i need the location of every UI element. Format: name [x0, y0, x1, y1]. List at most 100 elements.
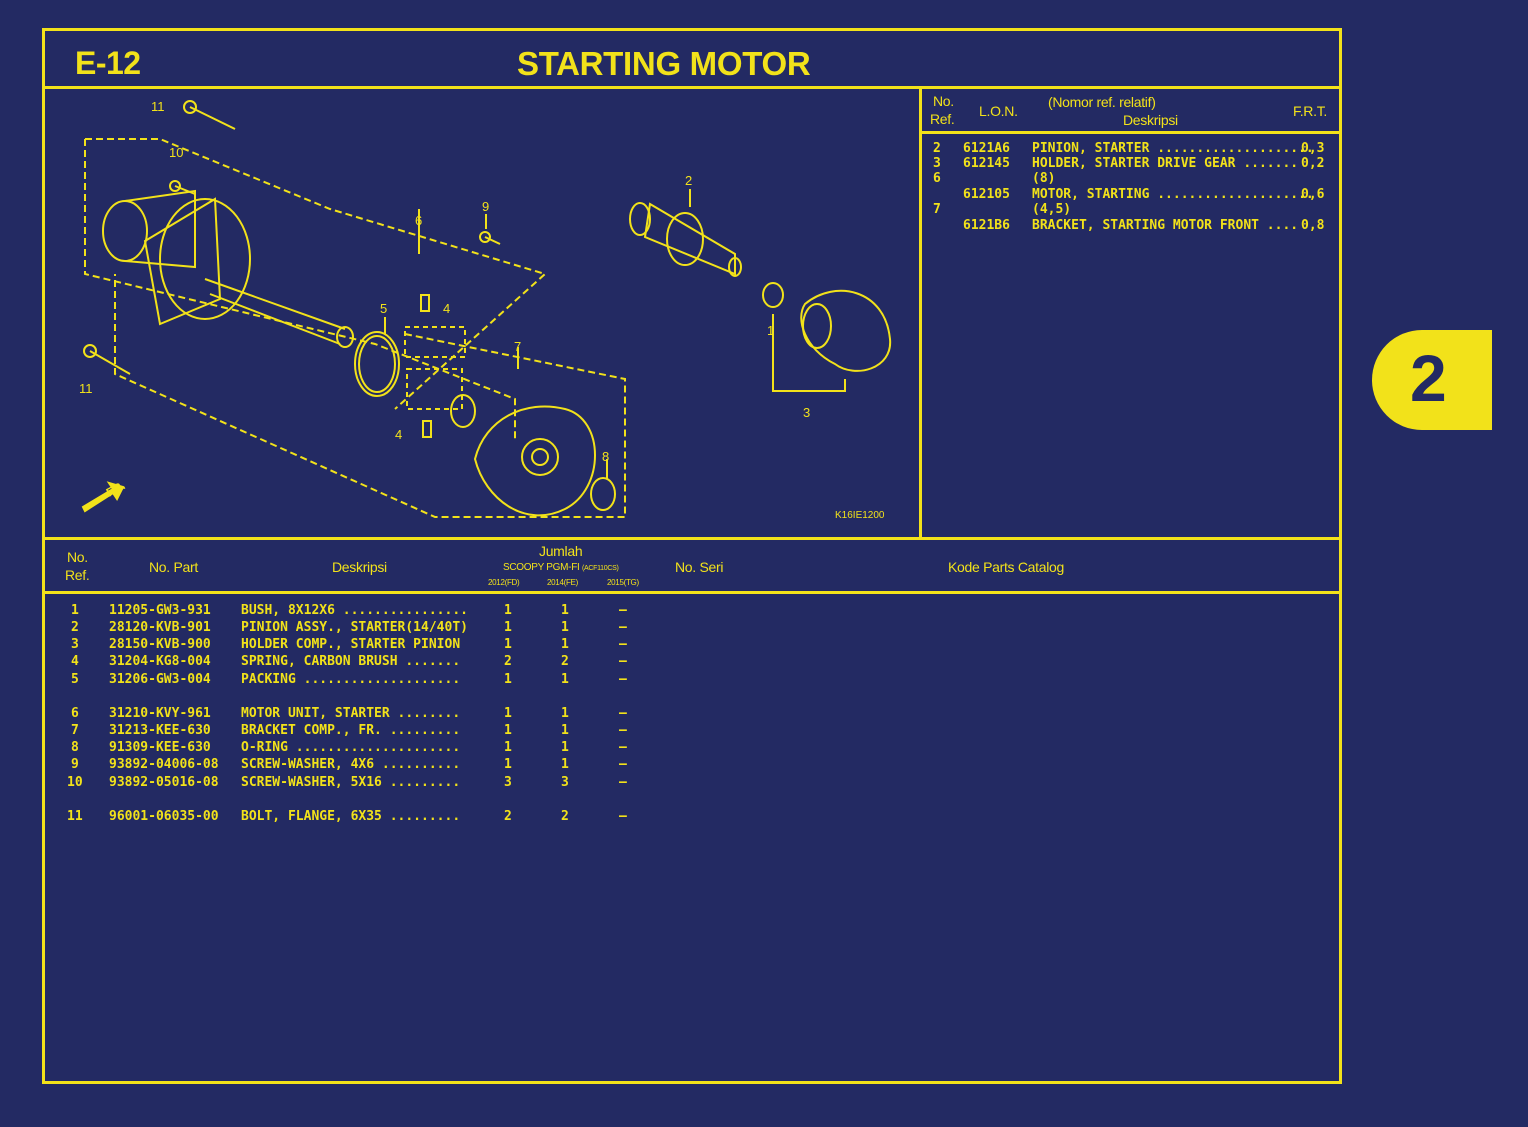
- row-part-number: 93892-05016-08: [109, 775, 219, 790]
- row-qty-2015: –: [619, 637, 627, 652]
- row-qty-2012: 1: [504, 603, 512, 618]
- row-description: SCREW-WASHER, 5X16 .........: [241, 775, 461, 790]
- parts-header-deskripsi: Deskripsi: [332, 559, 387, 575]
- row-part-number: 31204-KG8-004: [109, 654, 211, 669]
- callout-5: 5: [380, 301, 387, 316]
- row-ref: 7: [71, 723, 79, 738]
- row-qty-2014: 1: [561, 637, 569, 652]
- row-qty-2015: –: [619, 603, 627, 618]
- ref-row-ref: 3: [933, 156, 941, 171]
- callout-4-top: 4: [443, 301, 450, 316]
- row-qty-2015: –: [619, 740, 627, 755]
- row-ref: 10: [67, 775, 83, 790]
- parts-header-year-1: 2012(FD): [488, 578, 520, 587]
- section-tab[interactable]: 2: [1372, 330, 1492, 430]
- section-tab-label: 2: [1410, 341, 1447, 415]
- parts-header-serial: No. Seri: [675, 559, 724, 575]
- parts-header-no: No.: [67, 549, 88, 565]
- row-description: MOTOR UNIT, STARTER ........: [241, 706, 461, 721]
- ref-header-ref: Ref.: [930, 111, 955, 127]
- ref-row-desc: (8): [1032, 171, 1056, 186]
- row-description: PINION ASSY., STARTER(14/40T): [241, 620, 468, 635]
- callout-8: 8: [602, 449, 609, 464]
- row-ref: 4: [71, 654, 79, 669]
- callout-9: 9: [482, 199, 489, 214]
- row-part-number: 96001-06035-00: [109, 809, 219, 824]
- callout-7: 7: [514, 339, 521, 354]
- ref-row-lon: 6121A6: [963, 141, 1010, 156]
- row-part-number: 31206-GW3-004: [109, 672, 211, 687]
- ref-header-lon: L.O.N.: [979, 103, 1018, 119]
- exploded-diagram: 11 10 6 9 2 5 4 7 1 3 4 8 11 FR. K16IE12…: [45, 89, 919, 537]
- divider-ref-header: [922, 131, 1342, 134]
- row-ref: 6: [71, 706, 79, 721]
- ref-row-lon: 612105: [963, 187, 1010, 202]
- row-ref: 11: [67, 809, 83, 824]
- row-description: PACKING ....................: [241, 672, 461, 687]
- parts-header-year-3: 2015(TG): [607, 578, 639, 587]
- ref-row-desc: PINION, STARTER ....................: [1032, 141, 1314, 156]
- parts-header-year-2: 2014(FE): [547, 578, 578, 587]
- ref-row-desc: BRACKET, STARTING MOTOR FRONT ....: [1032, 218, 1299, 233]
- row-qty-2014: 1: [561, 740, 569, 755]
- section-code: E-12: [75, 45, 141, 81]
- row-part-number: 31210-KVY-961: [109, 706, 211, 721]
- callout-11-bottom: 11: [79, 381, 93, 396]
- row-qty-2014: 1: [561, 706, 569, 721]
- row-description: O-RING .....................: [241, 740, 461, 755]
- row-ref: 8: [71, 740, 79, 755]
- row-qty-2015: –: [619, 654, 627, 669]
- model-name: SCOOPY PGM-FI: [503, 562, 580, 573]
- row-qty-2015: –: [619, 723, 627, 738]
- parts-header-part: No. Part: [149, 559, 198, 575]
- row-part-number: 11205-GW3-931: [109, 603, 211, 618]
- row-qty-2015: –: [619, 672, 627, 687]
- row-qty-2014: 1: [561, 672, 569, 687]
- parts-header-model: SCOOPY PGM-FI (ACF110CS): [503, 562, 619, 573]
- parts-header-ref: Ref.: [65, 567, 90, 583]
- callout-3: 3: [803, 405, 810, 420]
- ref-header-frt: F.R.T.: [1293, 103, 1327, 119]
- ref-row-frt: 0,6: [1301, 187, 1325, 202]
- row-qty-2012: 1: [504, 740, 512, 755]
- callout-11-top: 11: [151, 99, 165, 114]
- parts-header-catalog: Kode Parts Catalog: [948, 559, 1065, 575]
- row-part-number: 91309-KEE-630: [109, 740, 211, 755]
- model-code: (ACF110CS): [581, 565, 619, 572]
- ref-row-lon: 612145: [963, 156, 1010, 171]
- row-qty-2012: 2: [504, 654, 512, 669]
- row-qty-2014: 2: [561, 809, 569, 824]
- row-part-number: 93892-04006-08: [109, 757, 219, 772]
- callout-6: 6: [415, 213, 422, 228]
- row-qty-2015: –: [619, 809, 627, 824]
- row-qty-2015: –: [619, 706, 627, 721]
- row-qty-2014: 1: [561, 620, 569, 635]
- ref-row-lon: 6121B6: [963, 218, 1010, 233]
- row-qty-2012: 2: [504, 809, 512, 824]
- row-qty-2012: 1: [504, 757, 512, 772]
- row-qty-2012: 3: [504, 775, 512, 790]
- ref-header-no: No.: [933, 93, 954, 109]
- callout-10: 10: [169, 145, 183, 160]
- ref-row-frt: 0,2: [1301, 156, 1325, 171]
- row-part-number: 31213-KEE-630: [109, 723, 211, 738]
- divider-vertical: [919, 89, 922, 537]
- row-description: BOLT, FLANGE, 6X35 .........: [241, 809, 461, 824]
- catalog-page-frame: E-12 STARTING MOTOR: [42, 28, 1342, 1084]
- ref-header-deskripsi: Deskripsi: [1123, 112, 1178, 128]
- row-ref: 2: [71, 620, 79, 635]
- row-qty-2014: 2: [561, 654, 569, 669]
- row-ref: 1: [71, 603, 79, 618]
- row-qty-2014: 1: [561, 723, 569, 738]
- ref-row-desc: (4,5): [1032, 202, 1072, 217]
- row-qty-2015: –: [619, 620, 627, 635]
- row-description: BUSH, 8X12X6 ................: [241, 603, 468, 618]
- row-qty-2012: 1: [504, 706, 512, 721]
- row-part-number: 28120-KVB-901: [109, 620, 211, 635]
- row-description: SCREW-WASHER, 4X6 ..........: [241, 757, 461, 772]
- callout-2: 2: [685, 173, 692, 188]
- row-part-number: 28150-KVB-900: [109, 637, 211, 652]
- divider-table-top: [45, 537, 1339, 540]
- parts-header-jumlah: Jumlah: [539, 543, 583, 559]
- row-description: SPRING, CARBON BRUSH .......: [241, 654, 461, 669]
